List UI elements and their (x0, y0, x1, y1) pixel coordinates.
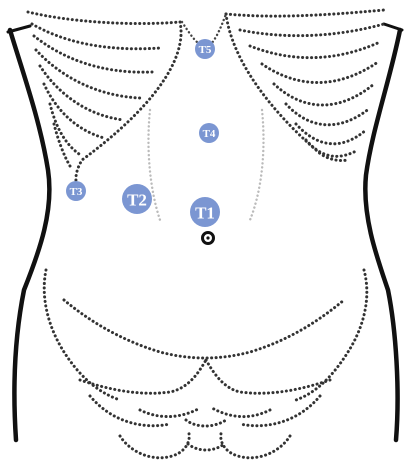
shoulder-right-outline (384, 24, 402, 30)
navel-icon (203, 233, 214, 244)
right-rib-cage (226, 10, 384, 161)
torso-right-outline (365, 30, 400, 440)
torso-left-outline (10, 30, 49, 440)
marker-label: T4 (203, 128, 216, 140)
marker-label: T2 (127, 191, 147, 210)
marker-label: T5 (199, 44, 212, 56)
left-rib-cage (28, 12, 181, 188)
marker-t4: T4 (199, 123, 219, 143)
pelvis-outline (44, 270, 367, 458)
marker-label: T1 (195, 204, 215, 223)
marker-t2: T2 (122, 184, 152, 214)
marker-t3: T3 (66, 181, 86, 201)
marker-t1: T1 (190, 197, 220, 227)
marker-label: T3 (70, 186, 83, 198)
marker-t5: T5 (195, 39, 215, 59)
